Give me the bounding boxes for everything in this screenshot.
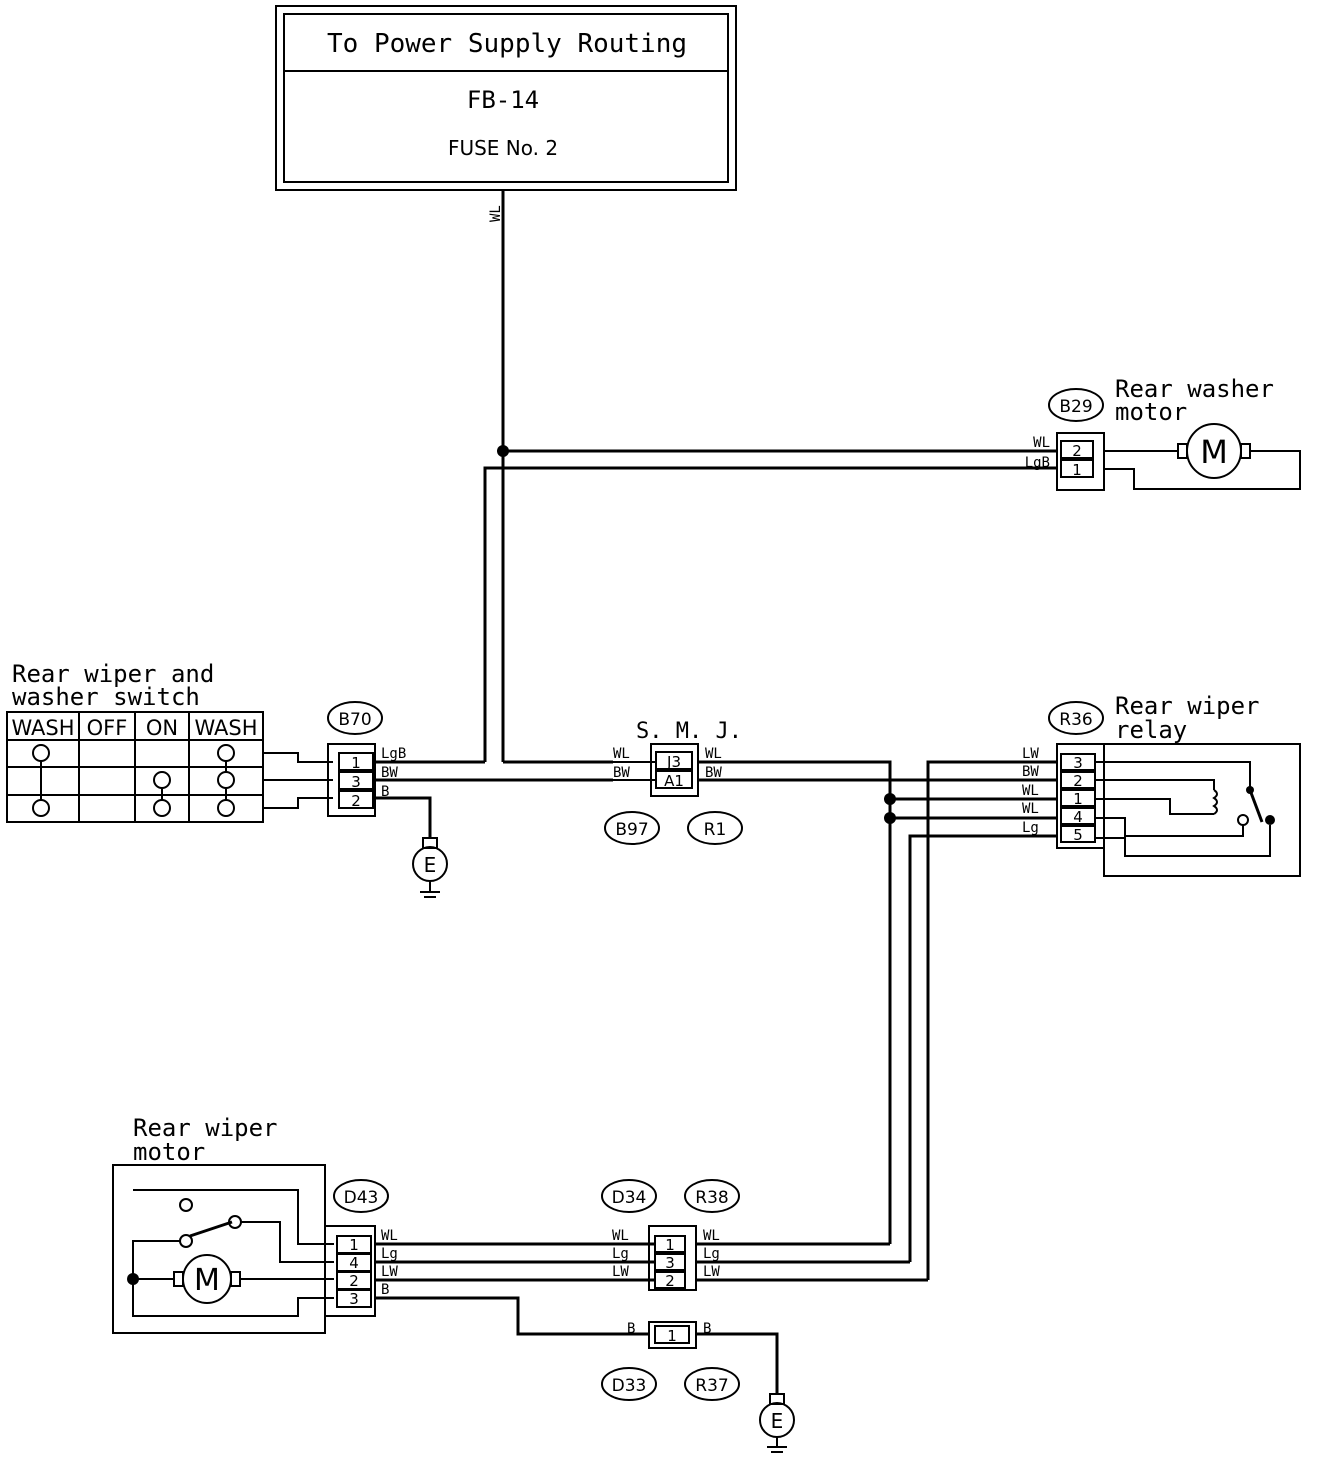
svg-text:2: 2 xyxy=(1072,442,1082,460)
switch-label-1: Rear wiper and xyxy=(12,660,214,688)
svg-text:E: E xyxy=(424,853,437,877)
power-supply-box: To Power Supply Routing FB-14 FUSE No. 2 xyxy=(275,5,737,191)
svg-text:WL: WL xyxy=(1022,801,1039,817)
svg-text:B: B xyxy=(627,1321,635,1337)
washer-motor-label-1: Rear washer xyxy=(1115,375,1274,403)
svg-text:1: 1 xyxy=(665,1236,675,1254)
svg-text:WL: WL xyxy=(381,1228,398,1244)
rear-wiper-motor: Rear wiper motor M xyxy=(112,1114,334,1334)
wiper-motor-label-2: motor xyxy=(133,1138,205,1166)
svg-text:1: 1 xyxy=(667,1327,677,1345)
svg-text:2: 2 xyxy=(1073,772,1083,790)
svg-text:1: 1 xyxy=(1072,461,1082,479)
svg-text:WL: WL xyxy=(1033,435,1050,451)
svg-text:D33: D33 xyxy=(612,1376,647,1396)
svg-text:BW: BW xyxy=(705,765,722,781)
svg-text:2: 2 xyxy=(349,1272,359,1290)
svg-text:Lg: Lg xyxy=(612,1246,629,1262)
svg-text:4: 4 xyxy=(1073,808,1083,826)
relay-label-2: relay xyxy=(1115,716,1187,744)
svg-text:4: 4 xyxy=(349,1254,359,1272)
svg-text:3: 3 xyxy=(349,1290,359,1308)
svg-text:Lg: Lg xyxy=(1022,820,1039,836)
svg-text:E: E xyxy=(771,1409,784,1433)
svg-text:1: 1 xyxy=(349,1236,359,1254)
rear-wiper-washer-switch: Rear wiper and washer switch WASH OFF ON… xyxy=(6,660,333,823)
connector-b29-label: B29 xyxy=(1059,397,1092,417)
svg-text:5: 5 xyxy=(1073,826,1083,844)
ground-2: E xyxy=(759,1393,795,1453)
svg-text:WL: WL xyxy=(612,1228,629,1244)
switch-pos-wash-2: WASH xyxy=(194,716,257,740)
svg-text:3: 3 xyxy=(665,1254,675,1272)
svg-text:J3: J3 xyxy=(666,753,681,771)
svg-text:R37: R37 xyxy=(695,1376,728,1396)
svg-text:WL: WL xyxy=(705,746,722,762)
svg-text:Lg: Lg xyxy=(381,1246,398,1262)
ground-1: E xyxy=(412,837,448,898)
svg-text:B: B xyxy=(381,784,389,800)
svg-text:1: 1 xyxy=(351,754,361,772)
wiper-motor-label-1: Rear wiper xyxy=(133,1114,278,1142)
svg-text:B97: B97 xyxy=(615,820,648,840)
svg-text:LW: LW xyxy=(612,1264,629,1280)
svg-text:2: 2 xyxy=(665,1272,675,1290)
connector-d34: D34 R38 1 3 2 WL Lg LW WL Lg LW xyxy=(601,1179,740,1291)
svg-text:D34: D34 xyxy=(612,1188,647,1208)
rear-wiper-relay: Rear wiper relay R36 3 2 1 4 5 LW BW WL … xyxy=(1022,692,1301,877)
svg-text:LgB: LgB xyxy=(381,746,406,762)
svg-text:WL: WL xyxy=(613,746,630,762)
wiper-switch-contact-icon xyxy=(189,1220,233,1238)
svg-text:WL: WL xyxy=(703,1228,720,1244)
washer-motor-label-2: motor xyxy=(1115,398,1187,426)
connector-d33: 1 B B D33 R37 xyxy=(601,1321,740,1401)
switch-pos-off: OFF xyxy=(87,716,128,740)
fuse-label: FUSE No. 2 xyxy=(448,136,558,160)
svg-text:LW: LW xyxy=(1022,746,1039,762)
svg-text:S. M. J.: S. M. J. xyxy=(636,719,742,744)
smj-junction: S. M. J. J3 A1 WL BW WL BW B97 R1 xyxy=(604,719,743,845)
svg-text:2: 2 xyxy=(351,792,361,810)
svg-text:WL: WL xyxy=(1022,783,1039,799)
rear-washer-motor: Rear washer motor B29 2 1 WL LgB M xyxy=(1025,375,1301,491)
svg-text:R1: R1 xyxy=(704,820,727,840)
switch-pos-on: ON xyxy=(146,716,178,740)
svg-text:D43: D43 xyxy=(344,1188,379,1208)
relay-contact-icon xyxy=(1248,789,1264,823)
svg-text:B: B xyxy=(703,1321,711,1337)
power-box-title: To Power Supply Routing xyxy=(327,29,687,59)
svg-text:B: B xyxy=(381,1282,389,1298)
svg-text:1: 1 xyxy=(1073,790,1083,808)
svg-text:3: 3 xyxy=(351,773,361,791)
svg-text:LW: LW xyxy=(703,1264,720,1280)
connector-d43: D43 1 4 2 3 WL Lg LW B xyxy=(324,1179,398,1317)
svg-text:BW: BW xyxy=(1022,764,1039,780)
connector-badge-b29 xyxy=(1048,388,1104,422)
main-feed-color: WL xyxy=(488,205,504,222)
svg-text:B70: B70 xyxy=(338,710,371,730)
relay-label-1: Rear wiper xyxy=(1115,692,1260,720)
svg-text:R38: R38 xyxy=(695,1188,728,1208)
switch-pos-wash-1: WASH xyxy=(11,716,74,740)
power-box-code: FB-14 xyxy=(467,86,539,114)
svg-text:M: M xyxy=(194,1263,220,1298)
svg-text:M: M xyxy=(1200,433,1228,471)
svg-text:R36: R36 xyxy=(1059,710,1092,730)
svg-text:BW: BW xyxy=(381,765,398,781)
svg-text:A1: A1 xyxy=(664,772,684,790)
svg-text:3: 3 xyxy=(1073,754,1083,772)
svg-text:BW: BW xyxy=(613,765,630,781)
svg-text:Lg: Lg xyxy=(703,1246,720,1262)
svg-text:LW: LW xyxy=(381,1264,398,1280)
switch-label-2: washer switch xyxy=(12,683,200,711)
relay-coil-icon xyxy=(1212,789,1218,815)
